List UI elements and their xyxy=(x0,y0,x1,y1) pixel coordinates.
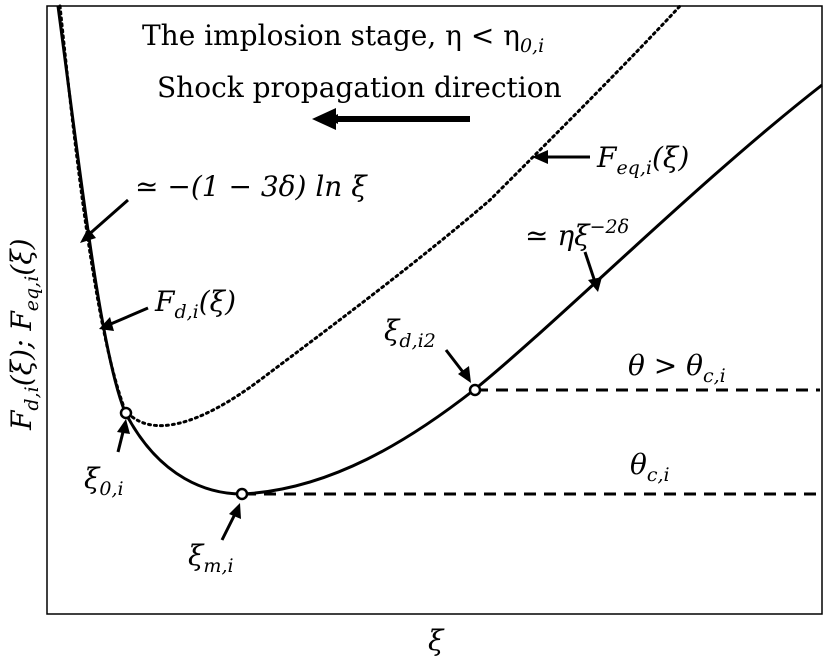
log-pointer-head xyxy=(80,228,96,243)
xid2-point xyxy=(468,383,482,397)
xim-pointer-head xyxy=(229,503,241,519)
shock-direction-arrowhead xyxy=(312,108,336,130)
xim-pointer-arrow xyxy=(220,511,238,541)
x-axis-label: ξ xyxy=(428,624,445,657)
xim-point xyxy=(235,487,249,501)
xi0-point xyxy=(119,406,133,420)
xim-label: ξm,i xyxy=(188,539,234,577)
xid2-label: ξd,i2 xyxy=(384,314,436,352)
fd-pointer-head xyxy=(99,317,114,331)
plot-frame xyxy=(46,5,823,615)
theta-gt-label: θ > θc,i xyxy=(628,349,726,387)
feq-pointer-head xyxy=(532,150,548,164)
feq-label: Feq,i(ξ) xyxy=(596,141,689,179)
theta-c-label: θc,i xyxy=(630,448,670,486)
xid2-pointer-head xyxy=(458,366,471,383)
log-approx-label: ≃ −(1 − 3δ) ln ξ xyxy=(135,170,368,203)
title-line-2: Shock propagation direction xyxy=(157,71,562,104)
fd-label: Fd,i(ξ) xyxy=(154,285,236,323)
title-line-1: The implosion stage, η < η0,i xyxy=(142,19,544,57)
fd-pointer-arrow xyxy=(105,306,149,328)
feq-curve xyxy=(58,4,682,427)
power-approx-label: ≃ ηξ−2δ xyxy=(525,216,629,252)
power-pointer-head xyxy=(588,277,602,292)
fd-curve xyxy=(56,5,823,496)
xi0-pointer-head xyxy=(117,419,130,434)
log-pointer-arrow xyxy=(85,198,129,239)
y-axis-label: Fd,i(ξ); Feq,i(ξ) xyxy=(5,238,43,431)
xi0-label: ξ0,i xyxy=(84,462,124,500)
